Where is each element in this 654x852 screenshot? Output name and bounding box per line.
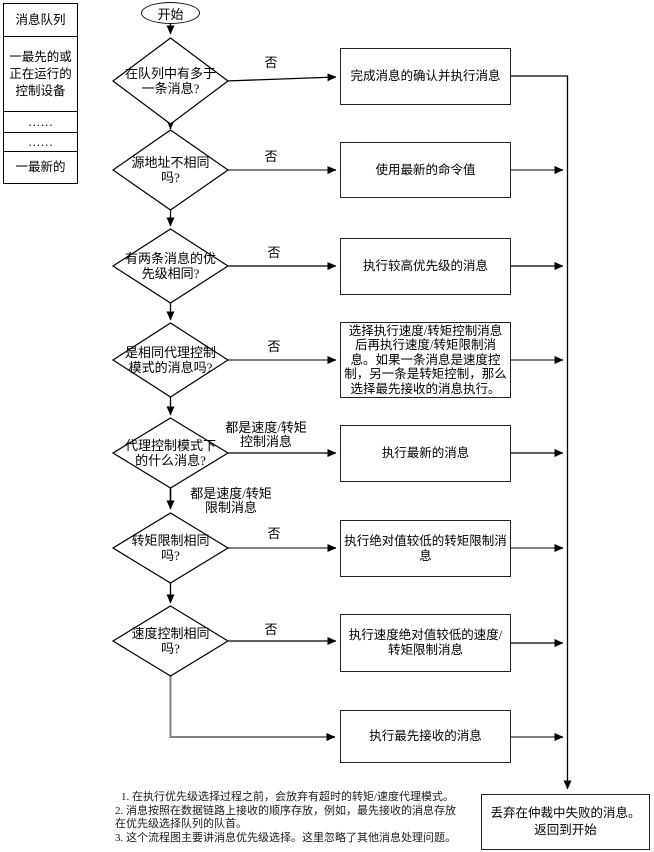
decision-4-label: 是相同代理控制 模式的消息吗?	[124, 345, 216, 375]
action-6-box: 执行绝对值较低的转矩限制消息	[340, 520, 511, 577]
footnote-1: 1. 在执行优先级选择过程之前，会放弃有超时的转矩/速度代理模式。	[121, 791, 455, 803]
decision-1-shape	[111, 37, 230, 125]
decision-3-label: 有两条消息的优 先级相同?	[124, 251, 216, 281]
footnote-2-line1: 2. 消息按照在数据链路上接收的顺序存放，例如，最先接收的消息存放	[115, 804, 456, 817]
decision-5-shape	[111, 417, 230, 489]
decision-1-label: 在队列中有多于 一条消息?	[124, 66, 216, 96]
decision-2-label: 源地址不相同 吗?	[131, 155, 210, 185]
edge-label-no-3: 否	[267, 245, 281, 260]
queue-row-dots-2: ……	[4, 133, 77, 152]
decision-2-shape	[111, 129, 230, 211]
queue-row-newest: 一最新的	[15, 160, 66, 174]
decision-5-label: 代理控制模式下 的什么消息?	[124, 438, 216, 468]
decision-6-label: 转矩限制相同 吗?	[131, 533, 210, 563]
decision-7-label: 速度控制相同 吗?	[131, 626, 210, 656]
edge-d7-r8	[169, 676, 336, 741]
decision-6-shape	[111, 512, 230, 584]
action-1-box: 完成消息的确认并执行消息	[340, 48, 511, 105]
action-4-box: 选择执行速度/转矩控制消息后再执行速度/转矩限制消息。如果一条消息是速度控制，另…	[340, 322, 511, 398]
decision-7-shape	[111, 605, 230, 677]
start-node: 开始	[141, 2, 200, 24]
edge-merge-spine	[511, 75, 572, 790]
action-2-box: 使用最新的命令值	[340, 142, 511, 198]
edge-label-both-limit: 都是速度/转矩 限制消息	[190, 486, 272, 515]
queue-table-header: 消息队列	[4, 4, 77, 37]
edge-label-no-7: 否	[264, 622, 278, 637]
decision-4-shape	[111, 322, 230, 398]
edge-label-no-4: 否	[267, 339, 281, 354]
action-7-box: 执行速度绝对值较低的速度/转矩限制消息	[340, 614, 511, 672]
footnotes: 1. 在执行优先级选择过程之前，会放弃有超时的转矩/速度代理模式。 2. 消息按…	[115, 791, 460, 845]
action-5-box: 执行最新的消息	[340, 425, 511, 482]
start-label: 开始	[157, 6, 184, 22]
edge-label-no-1: 否	[264, 55, 278, 70]
queue-row-oldest: 一最先的或正在运行的控制设备	[4, 37, 77, 112]
edge-label-both-control: 都是速度/转矩 控制消息	[225, 420, 307, 449]
decision-3-shape	[111, 228, 230, 304]
queue-row-dots-1: ……	[4, 112, 77, 133]
footnote-2-line2: 在优先级选择队列的队首。	[115, 818, 247, 830]
edge-d1-r1	[225, 73, 337, 82]
action-3-box: 执行较高优先级的消息	[340, 238, 511, 295]
discard-box: 丢弃在仲裁中失败的消息。 返回到开始	[481, 794, 650, 850]
action-8-box: 执行最先接收的消息	[340, 710, 511, 763]
edge-label-no-2: 否	[264, 149, 278, 164]
edge-label-no-6: 否	[267, 526, 281, 541]
message-queue-table: 消息队列 一最先的或正在运行的控制设备 …… …… 一最新的	[3, 3, 78, 184]
footnote-3: 3. 这个流程图主要讲消息优先级选择。这里忽略了其他消息处理问题。	[115, 831, 456, 844]
